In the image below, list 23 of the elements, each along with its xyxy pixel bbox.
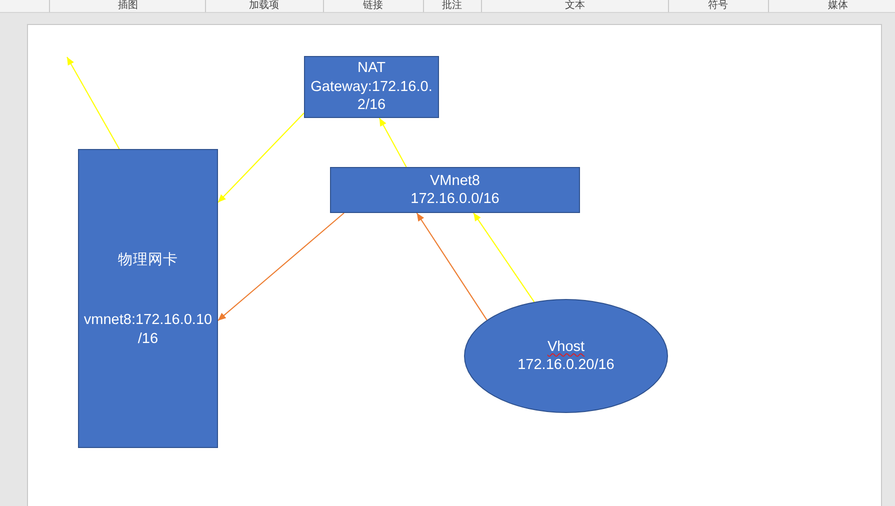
arrow: [218, 112, 304, 203]
network-box: [78, 149, 218, 448]
arrow: [416, 212, 488, 320]
arrow: [378, 118, 407, 168]
node-label: 172.16.0.0/16: [410, 190, 500, 208]
node-label: Gateway:172.16.0.2/16: [310, 78, 434, 115]
node-label: vmnet8:172.16.0.10/16: [82, 311, 214, 348]
arrow: [218, 212, 344, 322]
arrow: [473, 212, 535, 302]
network-box: [304, 56, 439, 118]
node-label: Vhost: [546, 338, 586, 356]
host-ellipse: [464, 299, 668, 413]
network-box: [330, 167, 580, 213]
ribbon-group-label: 加载项: [249, 0, 279, 12]
node-label: 172.16.0.20/16: [516, 356, 616, 374]
node-label: NAT: [356, 59, 386, 78]
node-label: 物理网卡: [117, 251, 179, 270]
ribbon-group-label: 链接: [363, 0, 383, 12]
ribbon-group-label: 插图: [118, 0, 138, 12]
node-label: VMnet8: [429, 172, 481, 190]
ribbon-group-label: 媒体: [828, 0, 848, 12]
arrow: [66, 56, 120, 150]
ribbon-group-label: 符号: [708, 0, 728, 12]
